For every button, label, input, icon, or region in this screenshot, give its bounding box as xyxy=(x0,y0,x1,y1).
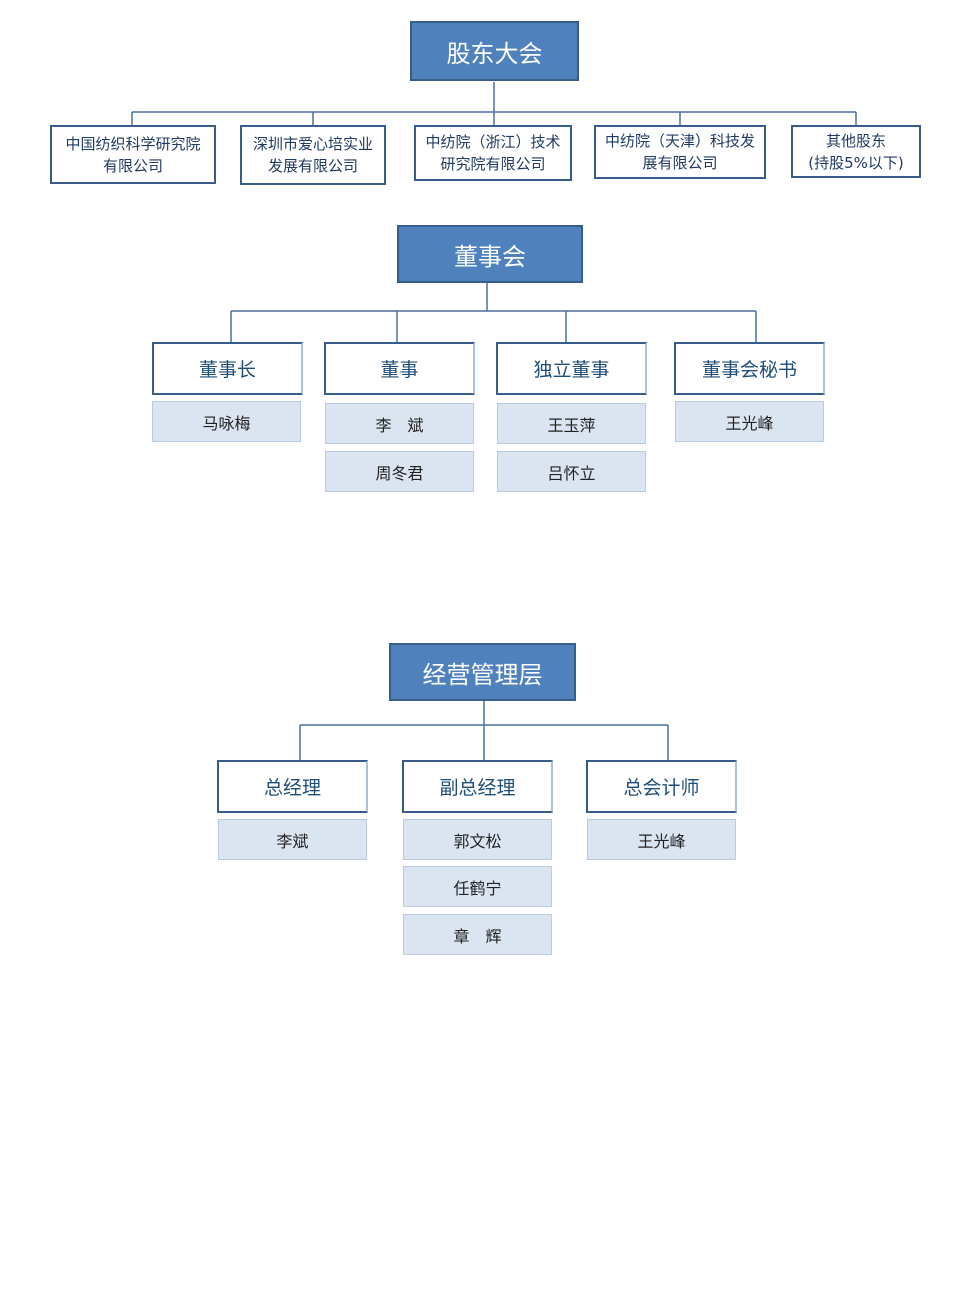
person-name: 李斌 xyxy=(276,831,309,851)
shareholder-name: 其他股东 xyxy=(825,131,886,150)
person-name: 周冬君 xyxy=(375,463,424,483)
role-label: 董事长 xyxy=(198,359,256,381)
board-box: 董事会 xyxy=(397,225,583,283)
shareholder-name: 展有限公司 xyxy=(642,154,718,172)
person-box: 章 辉 xyxy=(403,914,552,955)
shareholder-box: 中纺院（天津）科技发 展有限公司 xyxy=(594,125,766,179)
person-box: 王光峰 xyxy=(587,819,736,860)
person-box: 王玉萍 xyxy=(497,403,646,444)
management-box: 经营管理层 xyxy=(389,643,576,701)
shareholder-name: 深圳市爱心培实业 xyxy=(252,135,373,153)
person-box: 李 斌 xyxy=(325,403,474,444)
role-label: 董事 xyxy=(380,359,419,381)
person-box: 吕怀立 xyxy=(497,451,646,492)
person-box: 周冬君 xyxy=(325,451,474,492)
person-name: 马咏梅 xyxy=(202,413,251,433)
shareholder-name: 中纺院（天津）科技发 xyxy=(604,132,755,150)
person-box: 郭文松 xyxy=(403,819,552,860)
person-box: 王光峰 xyxy=(675,401,824,442)
role-label: 总会计师 xyxy=(623,777,700,799)
person-name: 王玉萍 xyxy=(547,415,596,435)
person-name: 王光峰 xyxy=(725,413,774,433)
person-box: 马咏梅 xyxy=(152,401,301,442)
role-label: 独立董事 xyxy=(533,359,610,381)
board-title: 董事会 xyxy=(454,242,526,271)
person-box: 任鹤宁 xyxy=(403,866,552,907)
shareholder-name: (持股5%以下) xyxy=(808,153,904,172)
shareholder-name: 中纺院（浙江）技术 xyxy=(425,133,561,151)
shareholder-box: 中国纺织科学研究院 有限公司 xyxy=(50,125,216,184)
shareholder-name: 有限公司 xyxy=(102,156,163,175)
shareholder-name: 中国纺织科学研究院 xyxy=(65,134,201,153)
shareholders-meeting-box: 股东大会 xyxy=(410,21,579,81)
role-chairman: 董事长 xyxy=(152,342,303,395)
person-name: 章 辉 xyxy=(453,926,502,946)
person-name: 郭文松 xyxy=(453,831,502,851)
role-general-manager: 总经理 xyxy=(217,760,368,813)
role-independent-director: 独立董事 xyxy=(496,342,647,395)
shareholder-name: 发展有限公司 xyxy=(267,157,358,175)
management-title: 经营管理层 xyxy=(422,660,543,689)
role-label: 副总经理 xyxy=(439,777,516,799)
person-name: 吕怀立 xyxy=(547,463,596,483)
shareholder-box: 中纺院（浙江）技术 研究院有限公司 xyxy=(414,125,572,181)
role-label: 董事会秘书 xyxy=(701,359,797,381)
person-box: 李斌 xyxy=(218,819,367,860)
role-board-secretary: 董事会秘书 xyxy=(674,342,825,395)
shareholder-box: 深圳市爱心培实业 发展有限公司 xyxy=(240,125,386,185)
person-name: 王光峰 xyxy=(637,831,686,851)
role-label: 总经理 xyxy=(263,777,321,799)
shareholder-box: 其他股东 (持股5%以下) xyxy=(791,125,921,178)
shareholder-name: 研究院有限公司 xyxy=(440,155,546,173)
shareholders-meeting-title: 股东大会 xyxy=(446,39,543,68)
role-director: 董事 xyxy=(324,342,475,395)
role-deputy-general-manager: 副总经理 xyxy=(402,760,553,813)
person-name: 任鹤宁 xyxy=(453,878,502,898)
role-chief-accountant: 总会计师 xyxy=(586,760,737,813)
person-name: 李 斌 xyxy=(375,415,424,435)
